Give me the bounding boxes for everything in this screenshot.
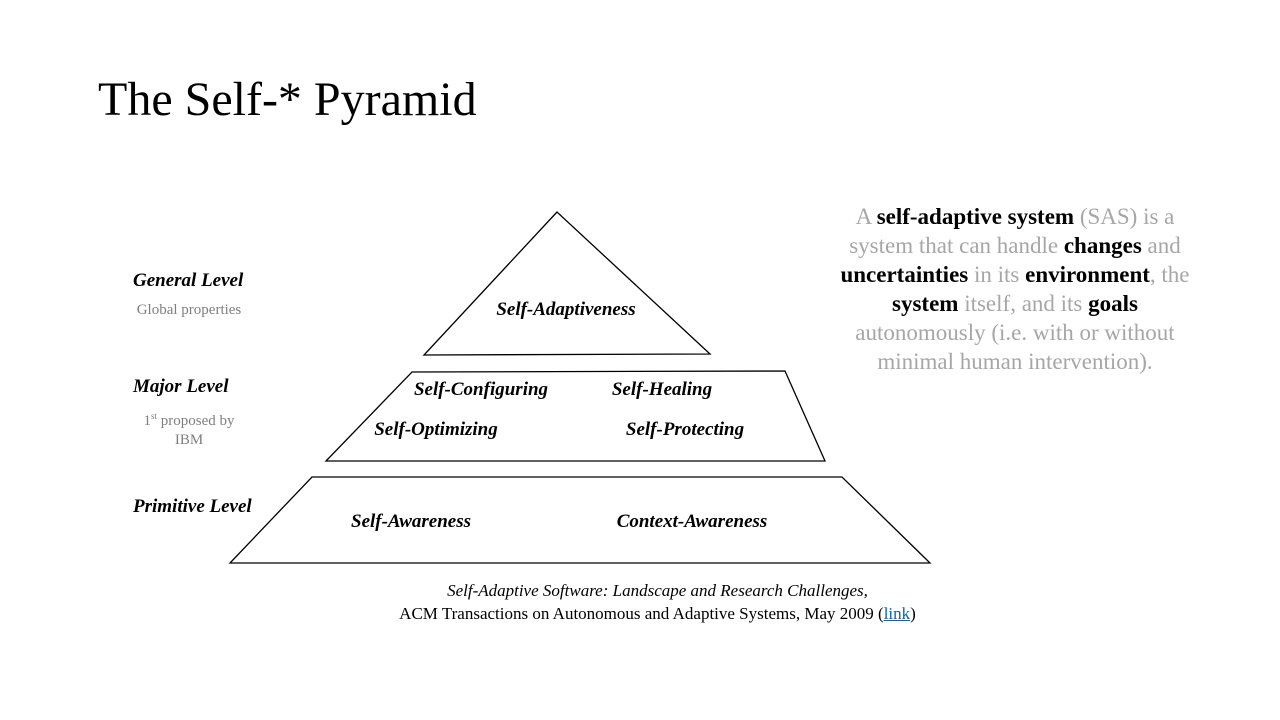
general-level-label: General Level (133, 270, 244, 291)
reference-source-line: ACM Transactions on Autonomous and Adapt… (399, 604, 916, 623)
pyramid-top-label: Self-Adaptiveness (496, 299, 635, 320)
pyramid-bottom-tier (228, 476, 932, 564)
primitive-level-label: Primitive Level (133, 496, 252, 517)
reference-title: Self-Adaptive Software: Landscape and Re… (447, 581, 868, 600)
pyramid-middle-label: Self-Configuring (414, 379, 548, 400)
slide-title: The Self-* Pyramid (98, 73, 477, 126)
pyramid-middle-label: Self-Protecting (626, 419, 744, 440)
pyramid-middle-tier (324, 370, 827, 462)
pyramid-middle-label: Self-Optimizing (374, 419, 498, 440)
major-level-label: Major Level (133, 376, 229, 397)
reference-source: ACM Transactions on Autonomous and Adapt… (399, 604, 874, 623)
pyramid-middle-label: Self-Healing (612, 379, 712, 400)
sas-definition: A self-adaptive system (SAS) is a system… (840, 204, 1190, 374)
pyramid-bottom-label: Self-Awareness (351, 511, 471, 532)
pyramid-top-tier (422, 211, 712, 356)
reference-citation: Self-Adaptive Software: Landscape and Re… (300, 579, 1015, 625)
general-level-sublabel: Global properties (136, 302, 242, 318)
reference-link[interactable]: link (883, 604, 911, 623)
pyramid-bottom-label: Context-Awareness (617, 511, 768, 532)
major-level-sublabel: 1st proposed by IBM (143, 411, 235, 448)
